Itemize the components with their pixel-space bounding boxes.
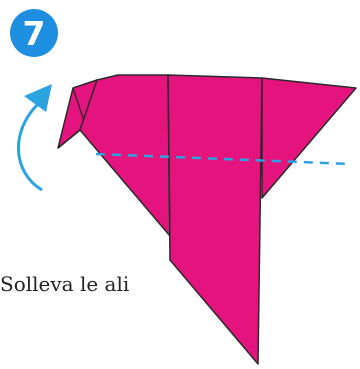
body-tail xyxy=(168,75,262,364)
left-wing xyxy=(80,75,170,236)
instruction-text: Solleva le ali xyxy=(0,272,129,296)
arrow-head-icon xyxy=(24,84,52,112)
curved-arrow-up-icon xyxy=(18,102,42,190)
right-wing xyxy=(262,78,356,198)
